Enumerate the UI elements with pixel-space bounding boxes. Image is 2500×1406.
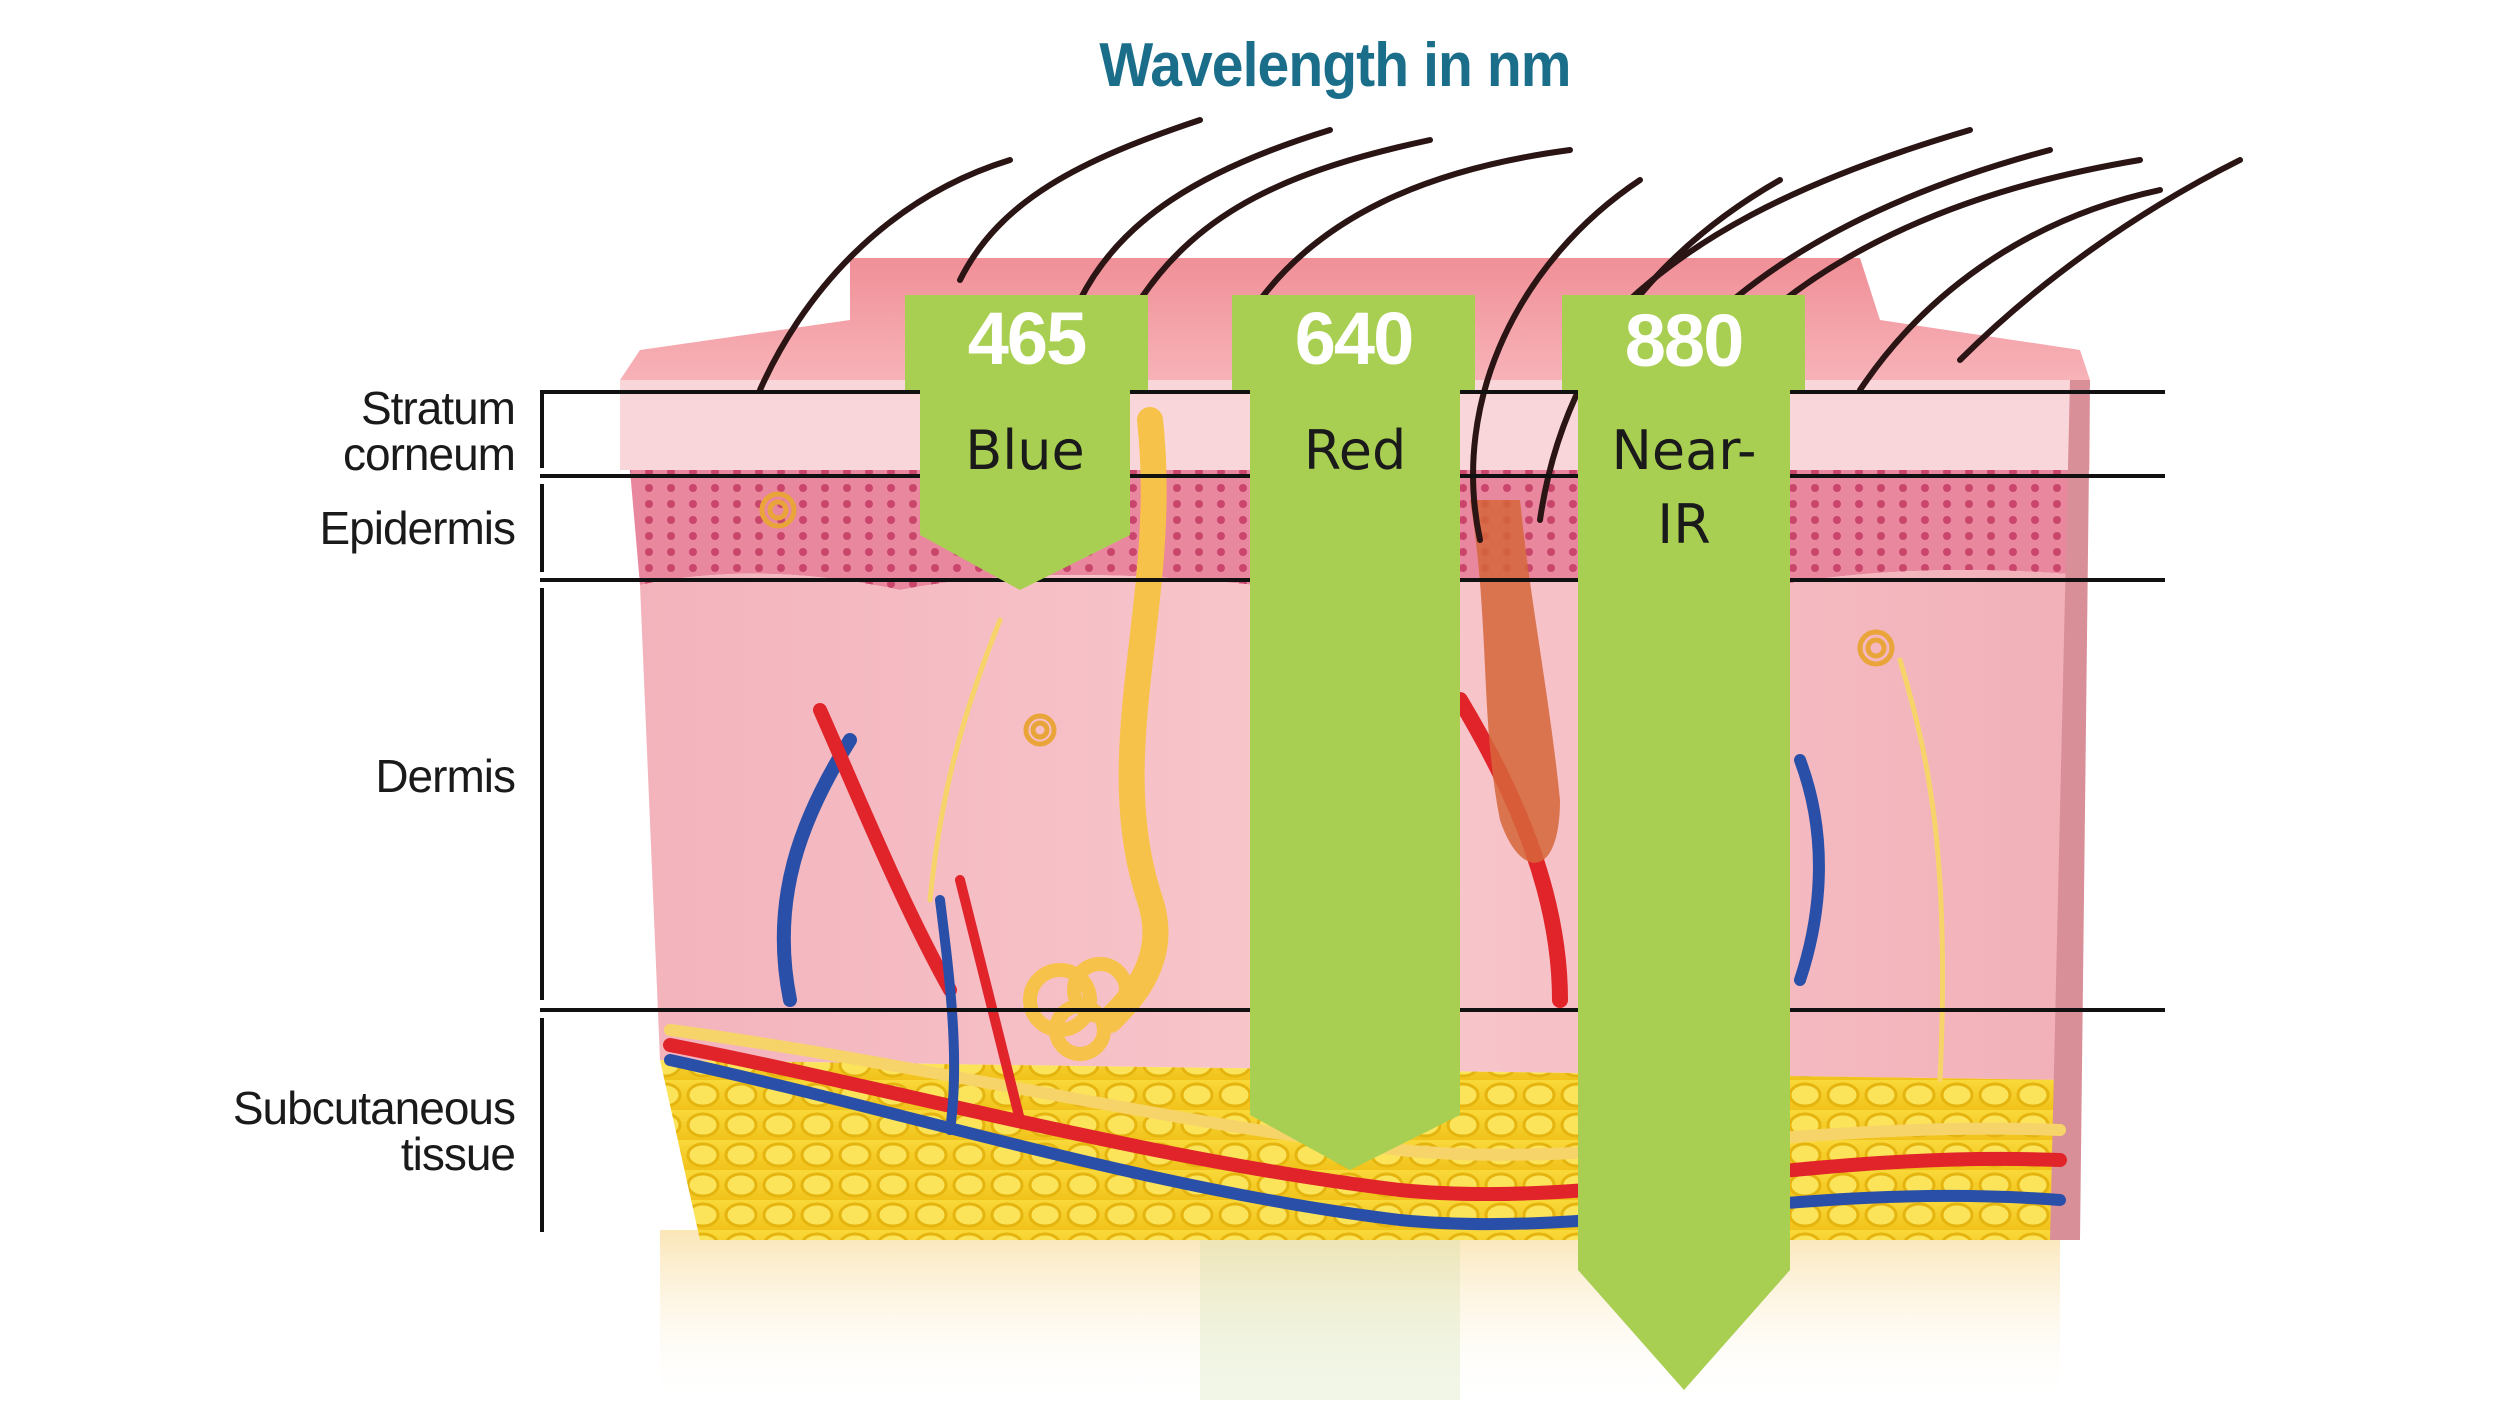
arrow-blue-465 [905,295,1148,590]
arrow-nearir-880 [1562,295,1805,1390]
label-subcutaneous-line2: tissue [400,1128,516,1180]
wavelength-465-value: 465 [967,297,1087,380]
wavelength-red-line1: Red [1303,419,1407,482]
wavelength-640-value: 640 [1294,297,1414,380]
wavelength-nearir-line1: Near- [1611,419,1757,482]
label-epidermis: Epidermis [319,502,516,554]
wavelength-red-label: Red [1250,414,1460,488]
wavelength-nearir-line2: IR [1657,493,1711,556]
arrow-red-640 [1232,295,1475,1170]
wavelength-880-value: 880 [1624,299,1744,382]
label-subcutaneous-line1: Subcutaneous [232,1082,516,1134]
vessels [663,407,2067,1231]
reflection [660,1230,2060,1406]
wavelength-blue-line1: Blue [965,419,1085,482]
label-stratum-line2: corneum [343,428,516,480]
label-subcutaneous-tissue: Subcutaneous tissue [232,1082,516,1180]
wavelength-nearir-label: Near- IR [1578,414,1790,562]
wavelength-blue-label: Blue [920,414,1130,488]
sweat-gland [1023,957,1133,1061]
nerve-endings [759,491,1895,747]
label-stratum-corneum: Stratum corneum [343,382,516,480]
hair-follicle [1470,500,1560,863]
diagram-title: Wavelength in nm [1099,31,1571,100]
label-dermis: Dermis [375,750,516,802]
label-stratum-line1: Stratum [360,382,516,434]
